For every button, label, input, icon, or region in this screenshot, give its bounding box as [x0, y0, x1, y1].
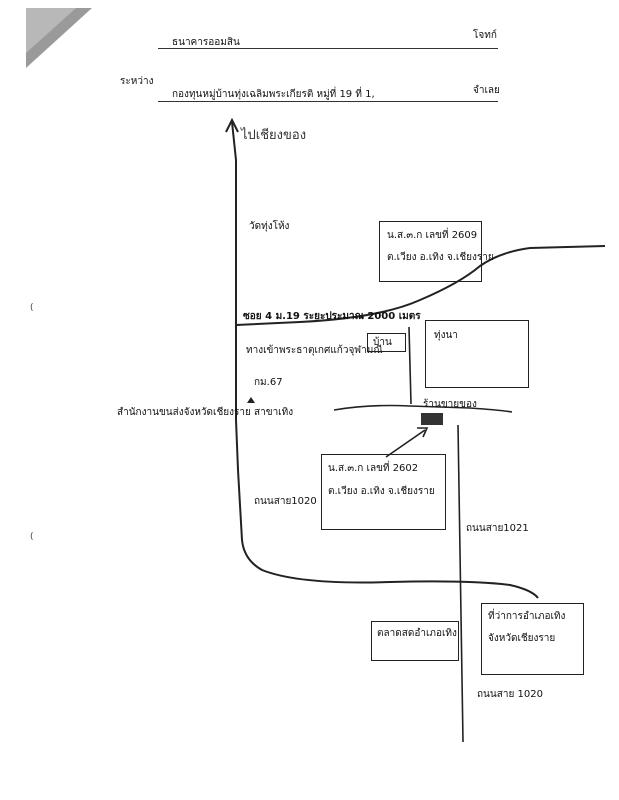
km-label: กม.67: [254, 377, 283, 388]
header-rule-1: [158, 48, 498, 49]
title-deed-2609-line1: น.ส.๓.ก เลขที่ 2609: [387, 230, 478, 241]
bank-name: ธนาคารออมสิน: [172, 37, 240, 48]
scan-corner-artifact: [26, 8, 92, 68]
shop-lane: [333, 404, 513, 413]
temple-entrance-label: ทางเข้าพระธาตุเกศแก้วจุฬามณี: [246, 345, 383, 356]
pointer-head: [417, 427, 429, 438]
road-1020-label-b: ถนนสาย 1020: [477, 689, 543, 700]
title-deed-box-2609: น.ส.๓.ก เลขที่ 2609 ต.เวียง อ.เทิง จ.เชี…: [379, 221, 494, 282]
title-deed-2602-line1: น.ส.๓.ก เลขที่ 2602: [328, 463, 419, 474]
plaintiff-label: โจทก์: [473, 30, 497, 41]
north-arrow-head: [225, 117, 239, 133]
road-1021-label: ถนนสาย1021: [466, 523, 529, 534]
defendant-label: จำเลย: [473, 85, 500, 96]
market-box: ตลาดสดอำเภอเทิง: [371, 621, 459, 661]
soi-4-label: ซอย 4 ม.19 ระยะประมาณ 2000 เมตร: [243, 311, 421, 322]
paddy-field-box: ทุ่งนา: [425, 320, 529, 388]
scan-mark-2: (: [30, 532, 34, 542]
road-1020-label-a: ถนนสาย1020: [254, 496, 317, 507]
title-deed-2602-line2: ต.เวียง อ.เทิง จ.เชียงราย: [328, 486, 435, 497]
title-deed-2609-line2: ต.เวียง อ.เทิง จ.เชียงราย: [387, 252, 494, 263]
paddy-label: ทุ่งนา: [434, 330, 458, 341]
house-label: บ้าน: [373, 337, 392, 348]
north-direction-label: ไปเชียงของ: [241, 128, 307, 143]
pointer-to-shop: [385, 429, 426, 458]
district-office-line2: จังหวัดเชียงราย: [488, 633, 556, 644]
transport-office-label: สำนักงานขนส่งจังหวัดเชียงราย สาขาเทิง: [117, 407, 294, 418]
market-label: ตลาดสดอำเภอเทิง: [377, 628, 457, 639]
fund-name: กองทุนหมู่บ้านทุ่งเฉลิมพระเกียรติ หมู่ที…: [172, 89, 375, 100]
scan-mark-1: (: [30, 303, 34, 313]
wat-label: วัดทุ่งโห้ง: [249, 221, 290, 232]
km-marker: [247, 397, 255, 403]
district-office-line1: ที่ว่าการอำเภอเทิง: [488, 611, 566, 622]
shop-block: [421, 413, 443, 425]
header-rule-2: [158, 101, 498, 102]
shop-label: ร้านขายของ: [423, 399, 477, 410]
district-office-box: ที่ว่าการอำเภอเทิง จังหวัดเชียงราย: [481, 603, 584, 675]
house-box: บ้าน: [367, 333, 406, 352]
main-road-1020: [231, 121, 539, 599]
between-label: ระหว่าง: [120, 76, 154, 87]
road-1021-line: [457, 424, 464, 743]
lane-to-shop: [408, 326, 412, 405]
soi-4-road: [235, 245, 606, 326]
title-deed-box-2602: น.ส.๓.ก เลขที่ 2602 ต.เวียง อ.เทิง จ.เชี…: [321, 454, 446, 530]
